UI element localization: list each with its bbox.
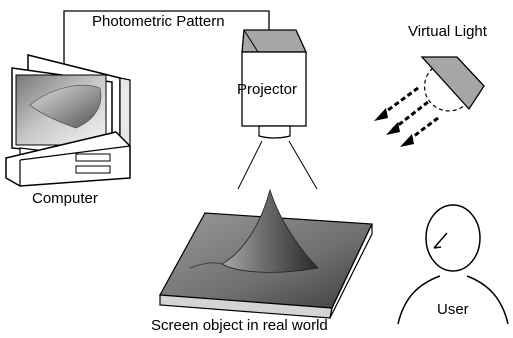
projection-rays bbox=[237, 140, 318, 190]
drive-bay-upper bbox=[75, 153, 111, 162]
virtual-light-label: Virtual Light bbox=[408, 23, 487, 40]
light-ray-arrowheads bbox=[374, 108, 414, 147]
user-icon bbox=[397, 204, 509, 325]
pattern-cable bbox=[63, 10, 270, 68]
projector-label: Projector bbox=[237, 81, 298, 98]
pattern-label: Photometric Pattern bbox=[92, 13, 225, 30]
user-head bbox=[425, 204, 481, 272]
user-shoulders bbox=[397, 275, 509, 325]
computer-label: Computer bbox=[32, 190, 98, 207]
screen-object bbox=[159, 188, 373, 319]
cone-shape bbox=[221, 188, 319, 273]
computer-monitor bbox=[11, 54, 131, 165]
projector-lens bbox=[258, 125, 291, 139]
computer-case bbox=[5, 131, 131, 187]
projector-icon bbox=[241, 29, 308, 139]
screen-object-label: Screen object in real world bbox=[151, 317, 328, 334]
virtual-light-icon bbox=[420, 56, 485, 112]
monitor-cone-image bbox=[29, 84, 102, 129]
user-label: User bbox=[437, 301, 469, 318]
computer-icon bbox=[5, 54, 131, 187]
drive-bay-lower bbox=[75, 165, 111, 174]
user-eye bbox=[433, 232, 448, 249]
